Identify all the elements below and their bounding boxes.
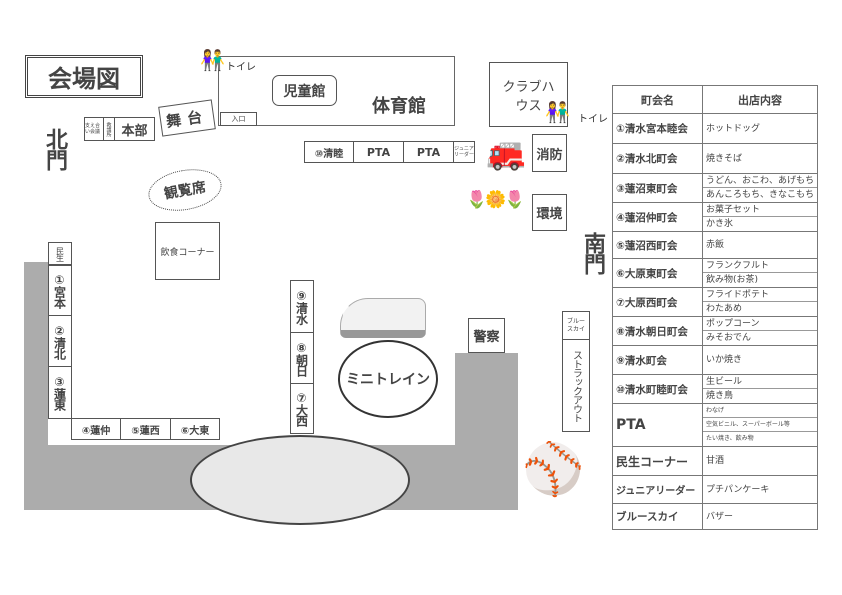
item: 甘酒 (705, 456, 724, 466)
stall-pta-2: PTA (403, 141, 454, 163)
stall-blue-sky: ブルースカイ (562, 311, 590, 340)
pitcher-silhouette-icon: ⚾ (522, 440, 585, 498)
stall-table: 町会名出店内容 ①清水宮本睦会ホットドッグ ②清水北町会焼きそば ③蓮沼東町会う… (612, 85, 819, 530)
town-name: PTA (612, 403, 703, 447)
environment: 環境 (532, 194, 567, 231)
item: フライドポテト (702, 288, 817, 302)
fire-truck-icon: 🚒 (486, 134, 526, 172)
item: 焼き鳥 (705, 391, 733, 401)
item: 生ビール (702, 375, 817, 389)
stall-5-rensai: ⑤蓮西 (120, 418, 171, 440)
town-name: ブルースカイ (612, 503, 703, 530)
police: 警察 (468, 318, 505, 353)
entrance: 入口 (220, 112, 257, 126)
hq-sub-1: 支え合い会議 (84, 117, 104, 141)
item: ホットドッグ (705, 123, 760, 134)
map-title: 会場図 (25, 55, 143, 98)
toilet-icon: 👫 (545, 100, 570, 124)
header-town: 町会名 (612, 85, 703, 114)
town-name: ⑧清水朝日町会 (612, 316, 703, 346)
train-icon (340, 298, 426, 338)
fire-department: 消防 (532, 134, 567, 172)
item: わなげ (702, 404, 817, 418)
stall-3-rentou: ③蓮東 (48, 366, 72, 419)
stall-2-seihoku: ②清北 (48, 315, 72, 367)
childrens-hall: 児童館 (272, 75, 337, 106)
toilet-icon: 👫 (200, 48, 225, 72)
stall-4-rennaka: ④蓮仲 (71, 418, 121, 440)
item: みそおでん (705, 333, 751, 343)
item: うどん、おこわ、あげもち (702, 174, 817, 188)
item: お菓子セット (702, 203, 817, 217)
town-name: ①清水宮本睦会 (612, 113, 703, 144)
stage: 舞台 (158, 99, 216, 137)
stall-7-daisai: ⑦大西 (290, 383, 314, 434)
north-gate: 北門 (42, 128, 67, 170)
item: 飲み物(お茶) (705, 275, 759, 285)
toilet-label: トイレ (578, 114, 608, 125)
gym-label: 体育館 (372, 96, 426, 117)
item: たい焼き、飲み物 (705, 435, 754, 442)
item: プチパンケーキ (705, 484, 770, 495)
headquarters: 本部 (114, 117, 155, 141)
south-gate: 南門 (580, 232, 605, 274)
town-name: ②清水北町会 (612, 143, 703, 174)
club-house: クラブハウス (489, 62, 568, 127)
town-name: ③蓮沼東町会 (612, 173, 703, 203)
path-right (455, 353, 518, 510)
item: いか焼き (705, 355, 742, 365)
item: 赤飯 (705, 240, 724, 250)
school-building-image (190, 435, 410, 525)
flower-pots-icon: 🌷🌼🌷 (466, 190, 525, 210)
item: フランクフルト (702, 259, 817, 273)
item: あんころもち、きなこもち (705, 190, 814, 200)
item: 焼きそば (705, 153, 742, 164)
town-name: ⑤蓮沼西町会 (612, 231, 703, 259)
stall-9-shimizu: ⑨清水 (290, 280, 314, 333)
item: わたあめ (705, 304, 742, 314)
toilet-label: トイレ (226, 62, 256, 73)
header-items: 出店内容 (701, 85, 819, 114)
stall-pta-1: PTA (353, 141, 404, 163)
item: かき氷 (705, 219, 733, 229)
gym-building (218, 56, 455, 126)
mini-train: ミニトレイン (338, 340, 438, 418)
item: 空気ビニル、スーパーボール等 (702, 418, 817, 432)
stall-6-daitou: ⑥大東 (170, 418, 220, 440)
town-name: 民生コーナー (612, 446, 703, 476)
stall-junior-leader: ジュニアリーダー (453, 141, 475, 163)
food-corner: 飲食コーナー (155, 222, 220, 280)
item: ポップコーン (702, 317, 817, 331)
stall-10-seimutsu: ⑩清睦 (304, 141, 354, 163)
town-name: ジュニアリーダー (612, 475, 703, 504)
town-name: ⑨清水町会 (612, 345, 703, 375)
stall-minsei: 民生 (48, 242, 72, 265)
town-name: ⑥大原東町会 (612, 258, 703, 288)
town-name: ⑦大原西町会 (612, 287, 703, 317)
town-name: ④蓮沼仲町会 (612, 202, 703, 232)
spectator-seats: 観覧席 (145, 163, 225, 217)
town-name: ⑩清水町睦町会 (612, 374, 703, 404)
stall-8-asahi: ⑧朝日 (290, 332, 314, 384)
stall-1-miyamoto: ①宮本 (48, 265, 72, 316)
struck-out: ストラックアウト (562, 339, 590, 432)
item: バザー (705, 511, 733, 522)
